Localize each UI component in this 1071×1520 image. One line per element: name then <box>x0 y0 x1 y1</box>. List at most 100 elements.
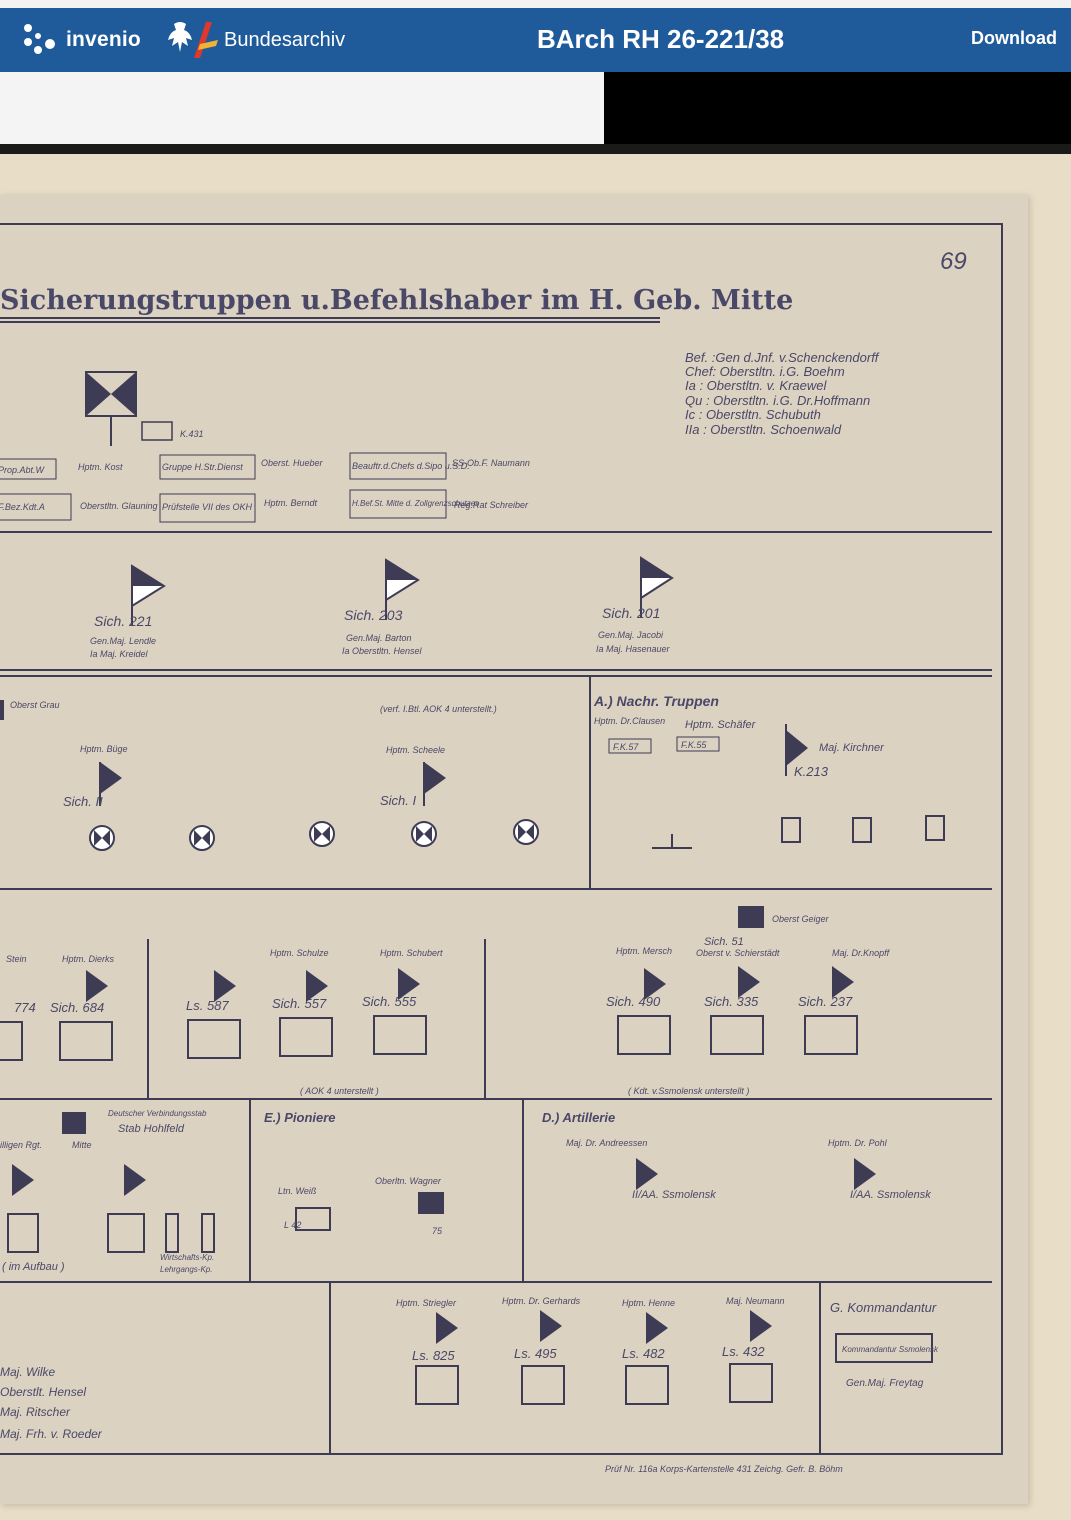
r587: Ls. 587 <box>186 998 229 1013</box>
verbindungsstab: Deutscher Verbindungsstab <box>108 1109 207 1118</box>
hq-label: K.431 <box>180 429 204 439</box>
thumbnail-strip[interactable] <box>0 72 604 144</box>
row-battalions: Stein Hptm. Dierks 774 Sich. 684 Ls. 587… <box>0 906 891 1096</box>
pohl: Hptm. Dr. Pohl <box>828 1138 888 1148</box>
lehrgangs-kp: Lehrgangs-Kp. <box>160 1265 212 1274</box>
aa2: II/AA. Ssmolensk <box>632 1189 716 1201</box>
box-label: Prop.Abt.W <box>0 465 46 475</box>
pennant-icon <box>786 730 808 766</box>
bundesarchiv-label: Bundesarchiv <box>224 28 346 51</box>
staff-line: Qu : Oberstltn. i.G. Dr.Hoffmann <box>685 393 870 408</box>
box-label: Gruppe H.Str.Dienst <box>162 462 243 472</box>
map-footer: Prüf Nr. 116a Korps-Kartenstelle 431 Zei… <box>605 1464 843 1474</box>
ls432: Ls. 432 <box>722 1344 765 1359</box>
top-edge <box>0 0 1071 8</box>
mersch: Hptm. Mersch <box>616 946 672 956</box>
pennant-icon <box>636 1158 658 1190</box>
geiger: Oberst Geiger <box>772 914 830 924</box>
clausen: Hptm. Dr.Clausen <box>594 716 665 726</box>
r684: Sich. 684 <box>50 1000 104 1015</box>
schulze: Hptm. Schulze <box>270 948 329 958</box>
pennant-icon <box>12 1164 34 1196</box>
r490: Sich. 490 <box>606 994 661 1009</box>
schierstaedt: Oberst v. Schierstädt <box>696 948 780 958</box>
r557: Sich. 557 <box>272 996 327 1011</box>
document-title: BArch RH 26-221/38 <box>537 24 785 54</box>
invenio-logo[interactable]: invenio <box>22 22 141 58</box>
row-special: Deutscher Verbindungsstab Stab Hohlfeld … <box>0 1109 931 1274</box>
staff-line: IIa : Oberstltn. Schoenwald <box>685 422 842 437</box>
hensel: Oberstlt. Hensel <box>0 1385 86 1399</box>
map-sheet: 69 Sicherungstruppen u.Befehlshaber im H… <box>0 194 1028 1504</box>
download-button[interactable]: Download <box>971 28 1057 48</box>
kommandantur-box: Kommandantur Ssmolensk <box>842 1345 939 1354</box>
division-commander: Gen.Maj. Lendle <box>90 636 156 646</box>
aok-note: ( AOK 4 unterstellt ) <box>300 1086 379 1096</box>
rgt: illigen Rgt. <box>0 1140 42 1150</box>
attached-note: (verf. I.Btl. AOK 4 unterstellt.) <box>380 704 497 714</box>
roeder: Maj. Frh. v. Roeder <box>0 1427 103 1441</box>
hptm-buge: Hptm. Büge <box>80 744 128 754</box>
stab-hohlfeld: Stab Hohlfeld <box>118 1123 185 1135</box>
aa1: I/AA. Ssmolensk <box>850 1189 931 1201</box>
pennant-icon <box>124 1164 146 1196</box>
sich51: Sich. 51 <box>704 936 744 948</box>
battalion-cross <box>94 824 534 846</box>
viewer-divider <box>0 144 1071 154</box>
pioniere-title: E.) Pioniere <box>264 1110 336 1125</box>
r555: Sich. 555 <box>362 994 417 1009</box>
org-chart-svg: 69 Sicherungstruppen u.Befehlshaber im H… <box>0 223 1003 1474</box>
division-commander: Gen.Maj. Barton <box>346 633 412 643</box>
schubert: Hptm. Schubert <box>380 948 443 958</box>
n75: 75 <box>432 1226 443 1236</box>
oberst-grau: Oberst Grau <box>10 700 60 710</box>
box-person: Oberst. Hueber <box>261 458 324 468</box>
regiment-boxes <box>0 1015 858 1061</box>
box-person: SS-Ob.F. Naumann <box>452 458 530 468</box>
box-person: Reg.Rat Schreiber <box>454 500 529 510</box>
box-label: Beauftr.d.Chefs d.Sipo u.S.D. <box>352 461 470 471</box>
box-label: F.Bez.Kdt.A <box>0 502 45 512</box>
division-name: Sich. 201 <box>602 605 660 621</box>
bundesarchiv-logo[interactable]: Bundesarchiv <box>160 18 345 62</box>
division-ia: Ia Maj. Kreidel <box>90 649 149 659</box>
staff-line: Chef: Oberstltn. i.G. Boehm <box>685 364 845 379</box>
stein: Stein <box>6 954 27 964</box>
r237: Sich. 237 <box>798 994 853 1009</box>
gerhards: Hptm. Dr. Gerhards <box>502 1296 581 1306</box>
invenio-label: invenio <box>66 28 141 51</box>
invenio-dots-icon <box>24 24 55 54</box>
r774: 774 <box>14 1000 36 1015</box>
hptm-scheele: Hptm. Scheele <box>386 745 445 755</box>
staff-boxes: Prop.Abt.W Hptm. Kost Gruppe H.Str.Diens… <box>0 452 530 523</box>
division-commander: Gen.Maj. Jacobi <box>598 630 664 640</box>
ls825: Ls. 825 <box>412 1348 455 1363</box>
app-header: invenio Bundesarchiv BArch RH 26-221/38 … <box>0 8 1071 72</box>
l42: L 42 <box>284 1220 301 1230</box>
striegler: Hptm. Striegler <box>396 1298 457 1308</box>
staff-line: Ia : Oberstltn. v. Kraewel <box>685 378 827 393</box>
kirchner: Maj. Kirchner <box>819 742 885 754</box>
pennant-row <box>436 1310 772 1344</box>
henne: Hptm. Henne <box>622 1298 675 1308</box>
pennant-icon <box>100 762 122 794</box>
weiss: Ltn. Weiß <box>278 1186 317 1196</box>
knopff: Maj. Dr.Knopff <box>832 948 891 958</box>
map-title: Sicherungstruppen u.Befehlshaber im H. G… <box>0 285 793 316</box>
artillerie-title: D.) Artillerie <box>542 1110 615 1125</box>
flag-icon <box>385 558 420 620</box>
document-viewer[interactable]: 69 Sicherungstruppen u.Befehlshaber im H… <box>0 154 1071 1520</box>
schaefer: Hptm. Schäfer <box>685 719 757 731</box>
pennant-icon <box>854 1158 876 1190</box>
viewer-dark-area <box>604 72 1071 144</box>
mitte: Mitte <box>72 1140 92 1150</box>
landesschuetzen-boxes <box>415 1363 773 1405</box>
division-name: Sich. 203 <box>344 607 403 623</box>
kommandantur-title: G. Kommandantur <box>830 1300 937 1315</box>
flag-icon <box>640 556 674 618</box>
ls495: Ls. 495 <box>514 1346 557 1361</box>
k213: K.213 <box>794 764 829 779</box>
hq-flag-icon <box>85 371 173 446</box>
row-regiments: Oberst Grau (verf. I.Btl. AOK 4 unterste… <box>0 693 945 851</box>
eagle-icon <box>168 22 218 58</box>
